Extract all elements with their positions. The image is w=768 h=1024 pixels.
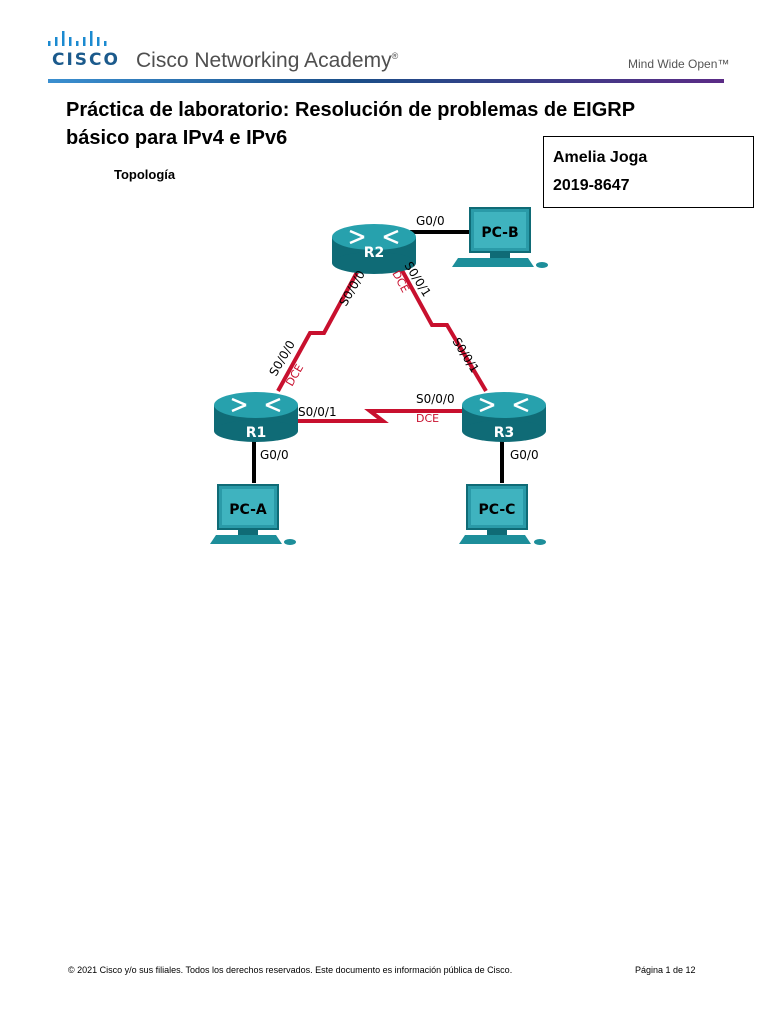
label-r2-g0: G0/0 xyxy=(416,214,445,228)
label-r3-s000: S0/0/0 xyxy=(416,392,455,406)
header-divider xyxy=(48,79,724,83)
router-r2[interactable]: R2 xyxy=(332,224,416,274)
student-name: Amelia Joga xyxy=(553,149,648,166)
section-heading: Topología xyxy=(114,167,176,182)
student-info-box: Amelia Joga 2019-8647 xyxy=(543,136,754,208)
link-r2-r3 xyxy=(396,262,488,393)
cisco-bars-logo xyxy=(48,31,107,46)
link-r1-r2 xyxy=(276,262,364,392)
page-title: Práctica de laboratorio: Resolución de p… xyxy=(66,99,635,149)
tagline: Mind Wide Open™ xyxy=(628,57,730,71)
svg-text:PC-A: PC-A xyxy=(229,502,267,518)
academy-title: Cisco Networking Academy® xyxy=(136,49,399,72)
router-r1[interactable]: R1 xyxy=(214,392,298,442)
footer-copyright: © 2021 Cisco y/o sus filiales. Todos los… xyxy=(68,965,513,975)
router-arrows-icon xyxy=(479,397,529,413)
label-r1-g0: G0/0 xyxy=(260,448,289,462)
label-r1-dce: DCE xyxy=(283,362,306,389)
svg-text:PC-B: PC-B xyxy=(481,225,518,241)
svg-text:PC-C: PC-C xyxy=(479,502,516,518)
pc-a[interactable]: PC-A xyxy=(210,484,296,545)
page-number: Página 1 de 12 xyxy=(635,965,696,975)
topology-diagram: R2 R1 R3 PC-B PC-A PC-C xyxy=(210,207,548,545)
pc-b[interactable]: PC-B xyxy=(452,207,548,268)
link-r1-r3 xyxy=(292,409,462,423)
svg-text:R3: R3 xyxy=(494,425,515,441)
svg-text:R1: R1 xyxy=(246,425,267,441)
student-id: 2019-8647 xyxy=(553,177,630,194)
label-r3-g0: G0/0 xyxy=(510,448,539,462)
label-r1-s001: S0/0/1 xyxy=(298,405,337,419)
router-r3[interactable]: R3 xyxy=(462,392,546,442)
router-arrows-icon xyxy=(349,229,399,245)
label-r3-s001: S0/0/1 xyxy=(449,335,481,375)
cisco-logo-text: CISCO xyxy=(52,50,120,70)
label-r2-s000: S0/0/0 xyxy=(336,268,367,308)
router-arrows-icon xyxy=(231,397,281,413)
svg-text:R2: R2 xyxy=(364,245,385,261)
pc-c[interactable]: PC-C xyxy=(459,484,546,545)
label-r3-dce: DCE xyxy=(416,412,439,425)
